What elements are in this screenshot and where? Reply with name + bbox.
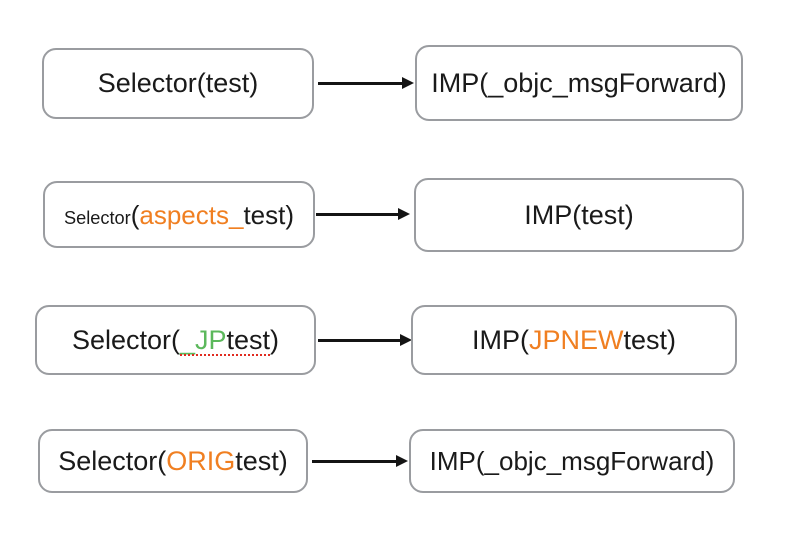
segment-orange: ORIG <box>166 445 236 476</box>
selector-node-3: Selector(_JPtest) <box>35 305 316 375</box>
segment-plain: test) <box>623 324 676 355</box>
segment-plain: IMP(_objc_msgForward) <box>429 446 715 476</box>
selector-node-3-label: Selector(_JPtest) <box>71 324 280 356</box>
selector-node-1: Selector(test) <box>42 48 314 119</box>
segment-green: _JP <box>179 324 227 355</box>
arrow-4-shaft <box>312 460 398 463</box>
imp-node-3: IMP(JPNEWtest) <box>411 305 737 375</box>
spellcheck-underlined-text: _JPtest <box>179 324 271 356</box>
segment-orange: aspects_ <box>139 199 244 230</box>
arrow-4 <box>312 455 410 467</box>
arrow-3 <box>318 334 414 346</box>
segment-plain: Selector(test) <box>97 68 259 98</box>
segment-plain: IMP( <box>471 324 529 355</box>
selector-node-1-label: Selector(test) <box>98 70 259 97</box>
arrow-1-shaft <box>318 82 404 85</box>
segment-plain: ) <box>270 324 280 355</box>
imp-node-1: IMP(_objc_msgForward) <box>415 45 743 121</box>
arrow-2-shaft <box>316 213 400 216</box>
imp-node-1-label: IMP(_objc_msgForward) <box>431 67 727 98</box>
segment-orange: JPNEW <box>528 324 624 355</box>
segment-plain: Selector( <box>58 445 167 476</box>
segment-plain: Selector( <box>71 324 180 355</box>
imp-node-4: IMP(_objc_msgForward) <box>409 429 735 493</box>
segment-plain: test <box>226 324 271 355</box>
imp-node-2-label: IMP(test) <box>524 199 634 230</box>
segment-plain: ( <box>130 199 140 230</box>
selector-node-4: Selector(ORIGtest) <box>38 429 308 493</box>
arrow-2 <box>316 208 412 220</box>
segment-small: Selector <box>63 207 131 228</box>
selector-node-2: Selector(aspects_test) <box>43 181 315 248</box>
selector-node-2-label: Selector(aspects_test) <box>64 202 294 228</box>
arrow-4-head <box>396 455 408 467</box>
segment-plain: test) <box>235 445 288 476</box>
segment-plain: test) <box>243 199 295 230</box>
arrow-3-shaft <box>318 339 402 342</box>
arrow-1-head <box>402 77 414 89</box>
arrow-1 <box>318 77 414 89</box>
arrow-2-head <box>398 208 410 220</box>
imp-node-2: IMP(test) <box>414 178 744 252</box>
segment-plain: IMP(test) <box>524 199 634 230</box>
arrow-3-head <box>400 334 412 346</box>
imp-node-3-label: IMP(JPNEWtest) <box>471 324 676 355</box>
selector-node-4-label: Selector(ORIGtest) <box>58 445 288 476</box>
imp-node-4-label: IMP(_objc_msgForward) <box>430 448 715 474</box>
segment-plain: IMP(_objc_msgForward) <box>431 67 727 98</box>
